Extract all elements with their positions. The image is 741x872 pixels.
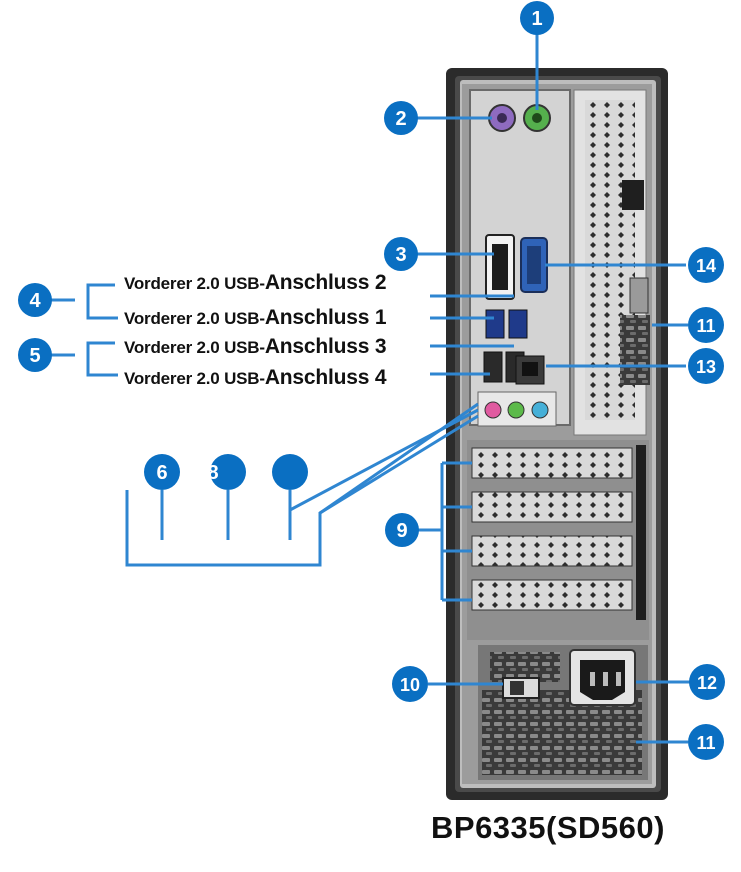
svg-text:8: 8 — [207, 462, 218, 484]
ps2-mouse-port — [489, 105, 515, 131]
svg-text:2: 2 — [395, 108, 406, 130]
svg-text:1: 1 — [531, 8, 542, 30]
label-front-usb-4: Vorderer 2.0 USB-Anschluss 4 — [124, 366, 386, 390]
svg-text:4: 4 — [29, 290, 41, 312]
label-front-usb-1: Vorderer 2.0 USB-Anschluss 1 — [124, 306, 386, 330]
callout-12: 12 — [689, 664, 725, 700]
svg-text:9: 9 — [396, 520, 407, 542]
callout-14: 14 — [688, 247, 724, 283]
svg-text:10: 10 — [400, 675, 420, 695]
callout-8: 8 — [207, 454, 246, 490]
svg-text:13: 13 — [696, 357, 716, 377]
label-front-usb-2: Vorderer 2.0 USB-Anschluss 2 — [124, 271, 386, 295]
callout-4: 4 — [18, 283, 52, 317]
svg-text:11: 11 — [696, 316, 715, 336]
callout-6: 6 — [144, 454, 180, 490]
expansion-slots — [467, 440, 649, 640]
svg-text:3: 3 — [395, 244, 406, 266]
voltage-switch — [503, 678, 539, 698]
callout-11-top: 11 — [688, 307, 724, 343]
callout-11-bottom: 11 — [688, 724, 724, 760]
lan-port — [516, 356, 544, 384]
power-connector — [570, 650, 635, 705]
model-name: BP6335(SD560) — [431, 810, 665, 846]
callout-5: 5 — [18, 338, 52, 372]
svg-text:11: 11 — [696, 733, 715, 753]
callout-2: 2 — [384, 101, 418, 135]
audio-jacks — [478, 392, 556, 426]
svg-text:14: 14 — [696, 256, 716, 276]
dvi-port — [486, 235, 514, 299]
callout-13: 13 — [688, 348, 724, 384]
label-front-usb-3: Vorderer 2.0 USB-Anschluss 3 — [124, 335, 386, 359]
svg-text:6: 6 — [156, 462, 167, 484]
callout-3: 3 — [384, 237, 418, 271]
svg-text:5: 5 — [29, 345, 40, 367]
vga-port — [521, 238, 547, 292]
callout-9: 9 — [385, 513, 419, 547]
callout-1: 1 — [520, 1, 554, 35]
svg-text:12: 12 — [697, 673, 717, 693]
callout-blank — [272, 454, 308, 490]
callout-10: 10 — [392, 666, 428, 702]
